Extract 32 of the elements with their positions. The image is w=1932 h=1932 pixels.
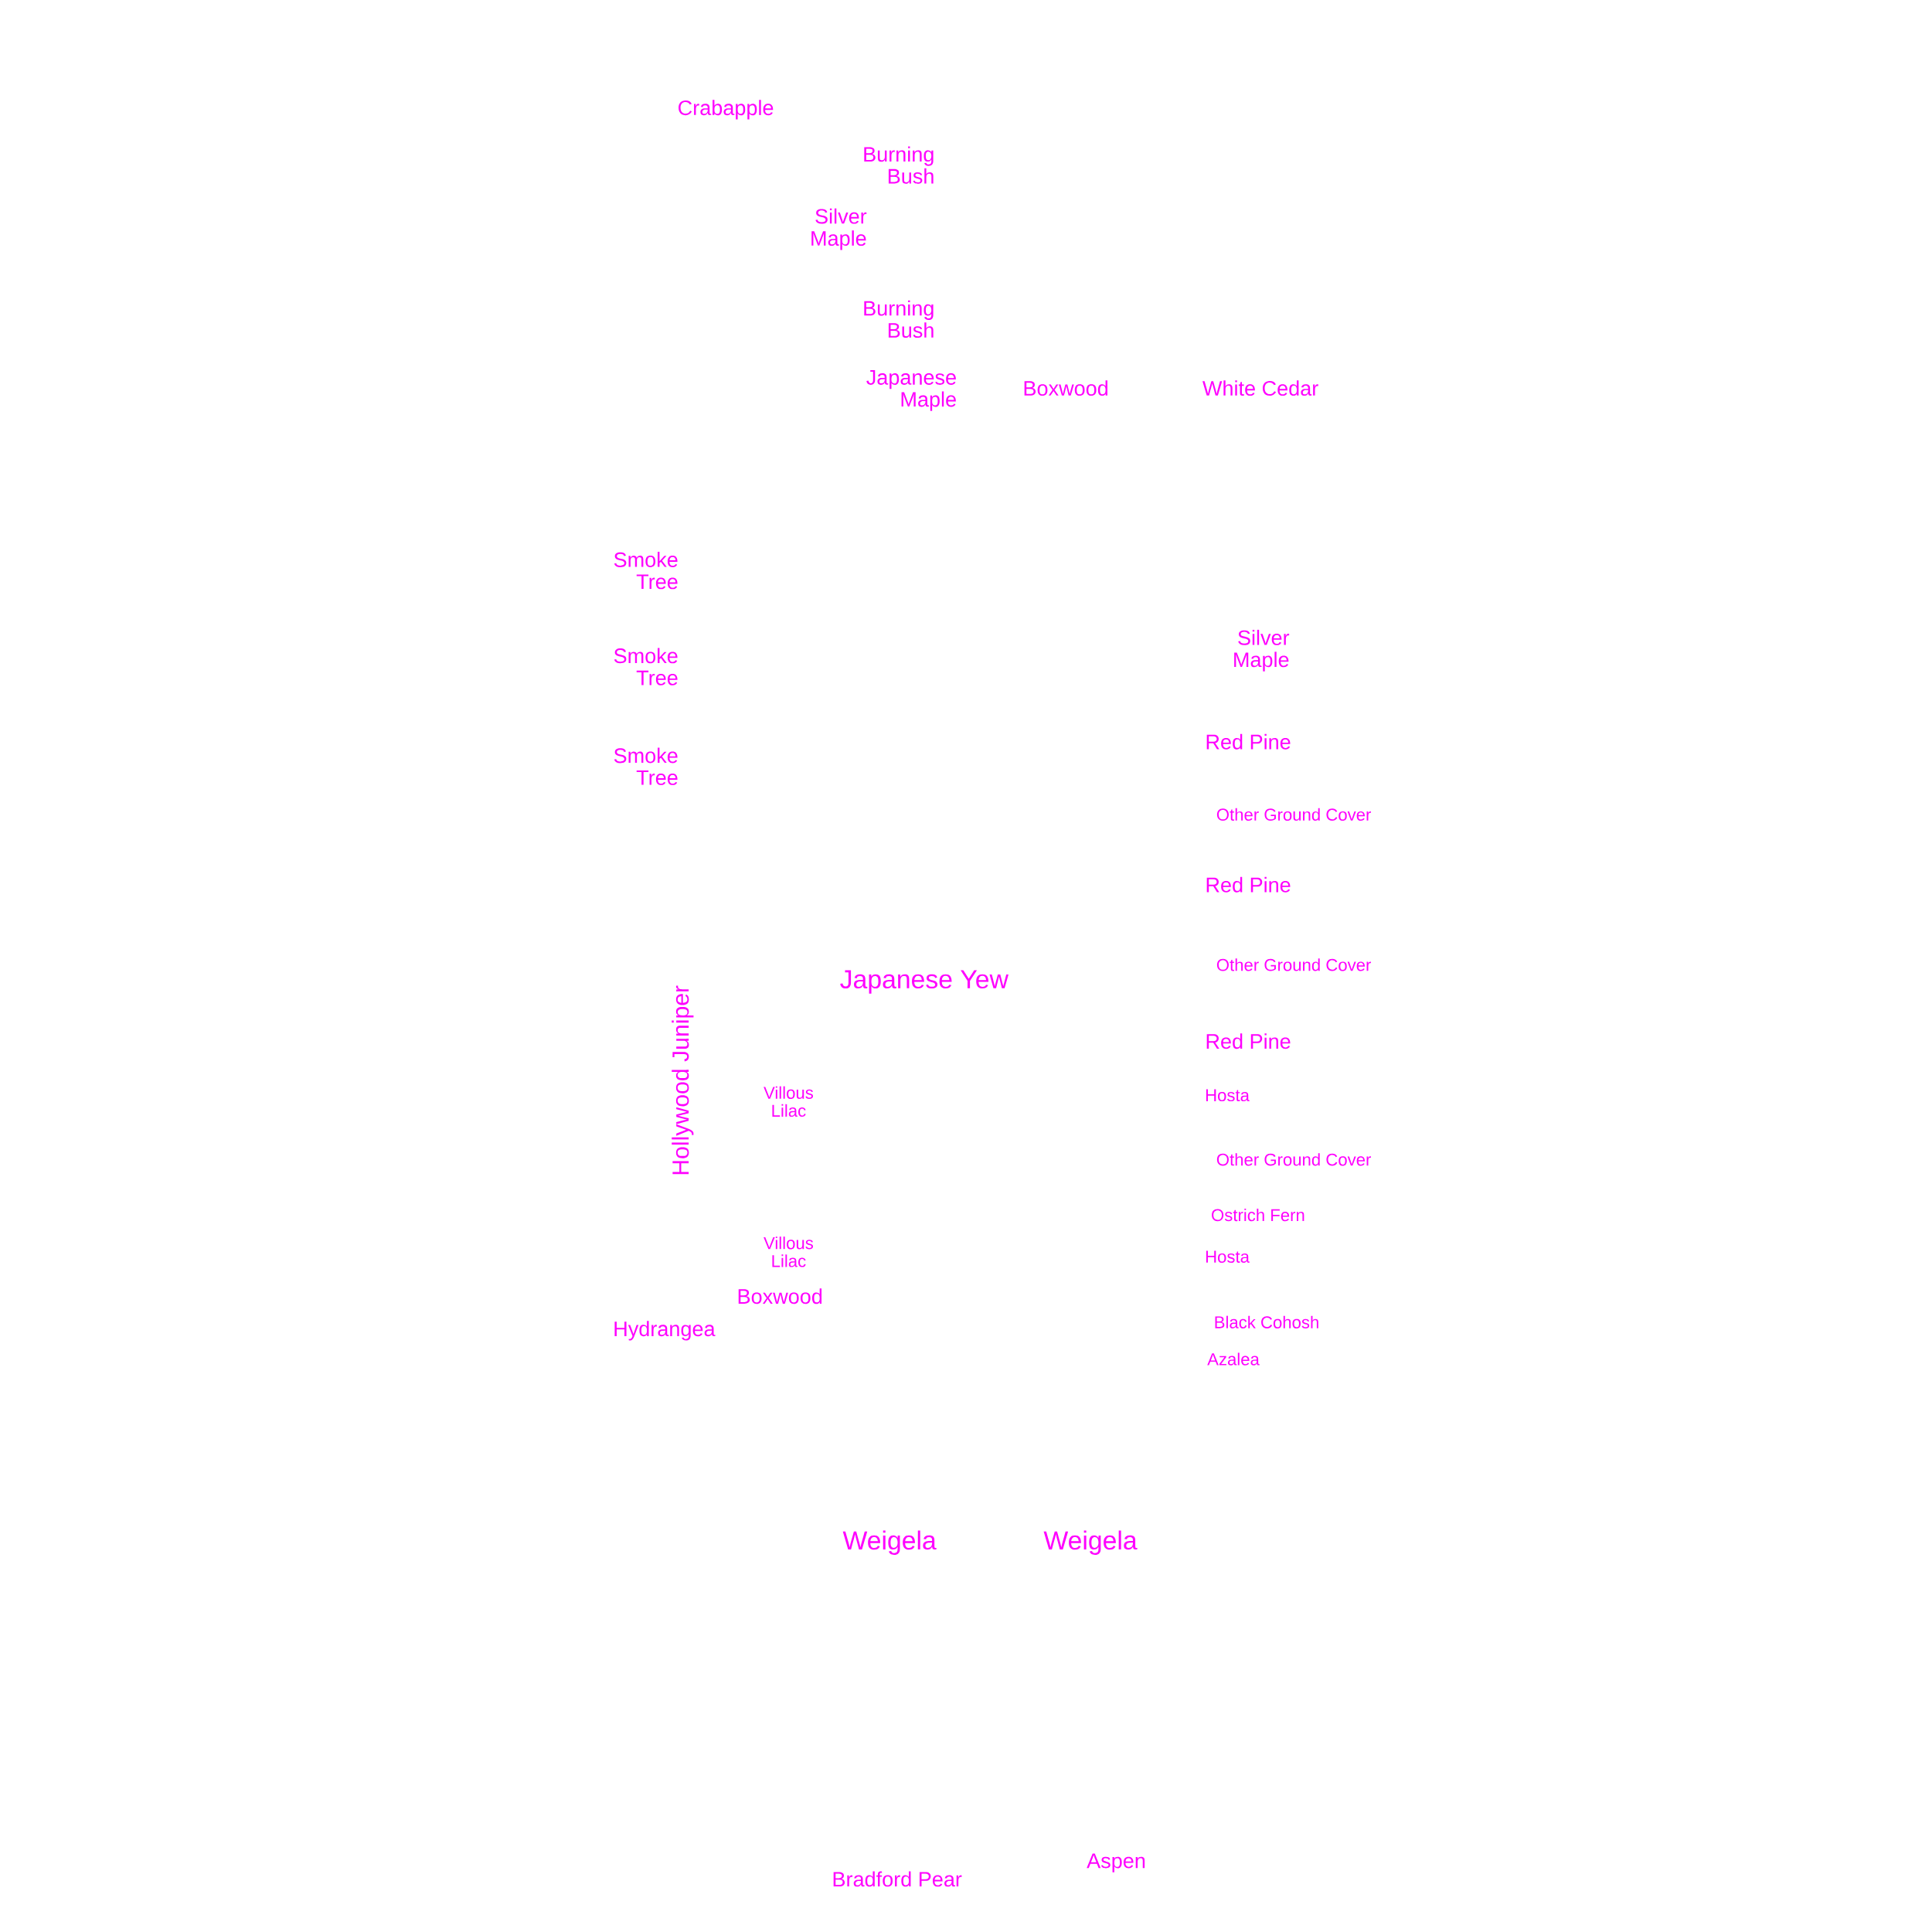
- plant-label: Other Ground Cover: [1216, 958, 1371, 971]
- plant-label: Bradford Pear: [833, 1871, 962, 1887]
- plant-label: Ostrich Fern: [1212, 1208, 1304, 1222]
- plant-label: Boxwood: [1024, 380, 1107, 396]
- plant-label: Red Pine: [1206, 876, 1291, 893]
- plant-label: Boxwood: [738, 1288, 822, 1304]
- plant-label: Silver Maple: [811, 208, 867, 250]
- plant-label: Smoke Tree: [614, 552, 678, 590]
- plant-label: Hosta: [1206, 1089, 1250, 1102]
- plant-label: Weigela: [1043, 1530, 1138, 1555]
- plant-label: Black Cohosh: [1215, 1315, 1318, 1328]
- plant-label: Smoke Tree: [614, 648, 678, 685]
- plant-label: White Cedar: [1202, 380, 1318, 396]
- plant-label: Weigela: [842, 1530, 937, 1555]
- plant-label: Red Pine: [1206, 1033, 1291, 1049]
- plant-label: Hosta: [1206, 1250, 1250, 1263]
- plant-label: Other Ground Cover: [1216, 1153, 1371, 1166]
- plant-label: Japanese Yew: [840, 970, 1009, 994]
- plant-label: Burning Bush: [864, 146, 934, 184]
- plant-label: Aspen: [1087, 1853, 1145, 1872]
- plant-label: Villous Lilac: [764, 1236, 813, 1267]
- plant-label: Hollywood Juniper: [672, 985, 694, 1175]
- plant-label: Azalea: [1207, 1352, 1260, 1366]
- plant-label: Red Pine: [1206, 733, 1291, 750]
- plant-label: Burning Bush: [864, 300, 934, 338]
- plant-label: Silver Maple: [1234, 629, 1290, 672]
- plant-label: Crabapple: [679, 100, 774, 120]
- plant-label: Smoke Tree: [614, 747, 678, 785]
- plant-label: Japanese Maple: [866, 370, 956, 411]
- plant-label: Other Ground Cover: [1216, 808, 1371, 821]
- plant-label: Villous Lilac: [764, 1086, 813, 1117]
- plant-label: Hydrangea: [614, 1321, 716, 1341]
